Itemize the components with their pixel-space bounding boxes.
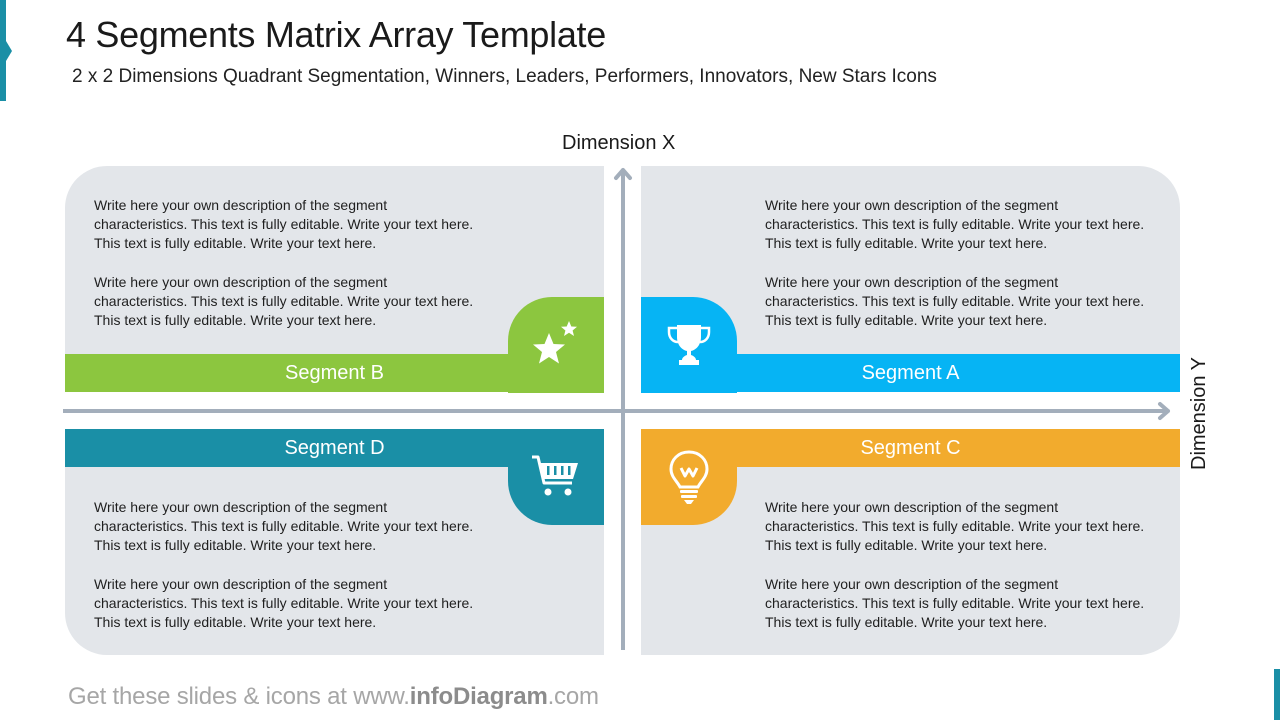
segment-d-paragraph-2: Write here your own description of the s…	[94, 576, 474, 630]
slide-subtitle: 2 x 2 Dimensions Quadrant Segmentation, …	[72, 66, 937, 87]
segment-a-description: Write here your own description of the s…	[765, 196, 1145, 350]
segment-b-paragraph-1: Write here your own description of the s…	[94, 197, 474, 251]
segment-d-description: Write here your own description of the s…	[94, 498, 474, 652]
segment-d-icon-tab	[508, 429, 604, 525]
segment-b-icon-tab	[508, 297, 604, 393]
segment-a-paragraph-1: Write here your own description of the s…	[765, 197, 1145, 251]
shopping-cart-icon	[532, 455, 578, 496]
slide-edge-marker	[0, 0, 12, 101]
arrow-up-icon	[614, 168, 632, 186]
lightbulb-icon	[669, 450, 709, 504]
slide-title: 4 Segments Matrix Array Template	[66, 14, 606, 55]
dimension-x-axis	[621, 178, 625, 650]
dimension-y-label: Dimension Y	[1188, 356, 1210, 470]
dimension-x-label: Dimension X	[562, 132, 676, 154]
trophy-icon	[667, 325, 711, 365]
footer-brand[interactable]: infoDiagram	[409, 683, 548, 710]
segment-b-paragraph-2: Write here your own description of the s…	[94, 274, 474, 328]
segment-a-paragraph-2: Write here your own description of the s…	[765, 274, 1145, 328]
segment-c-description: Write here your own description of the s…	[765, 498, 1145, 652]
dimension-y-axis	[63, 409, 1163, 413]
slide-corner-marker	[1274, 669, 1280, 720]
segment-a-icon-tab	[641, 297, 737, 393]
stars-icon	[533, 321, 577, 364]
segment-b-description: Write here your own description of the s…	[94, 196, 474, 350]
segment-c-paragraph-2: Write here your own description of the s…	[765, 576, 1145, 630]
arrow-right-icon	[1152, 402, 1170, 420]
segment-a-label: Segment A	[861, 361, 960, 384]
segment-c-label: Segment C	[860, 436, 961, 459]
segment-c-paragraph-1: Write here your own description of the s…	[765, 499, 1145, 553]
footer-suffix: .com	[547, 683, 599, 710]
segment-d-label: Segment D	[284, 436, 385, 459]
segment-b-label: Segment B	[285, 361, 384, 384]
footer-credit: Get these slides & icons at www.infoDiag…	[68, 683, 599, 711]
segment-c-icon-tab	[641, 429, 737, 525]
footer-prefix: Get these slides & icons at www.	[68, 683, 410, 710]
segment-d-paragraph-1: Write here your own description of the s…	[94, 499, 474, 553]
